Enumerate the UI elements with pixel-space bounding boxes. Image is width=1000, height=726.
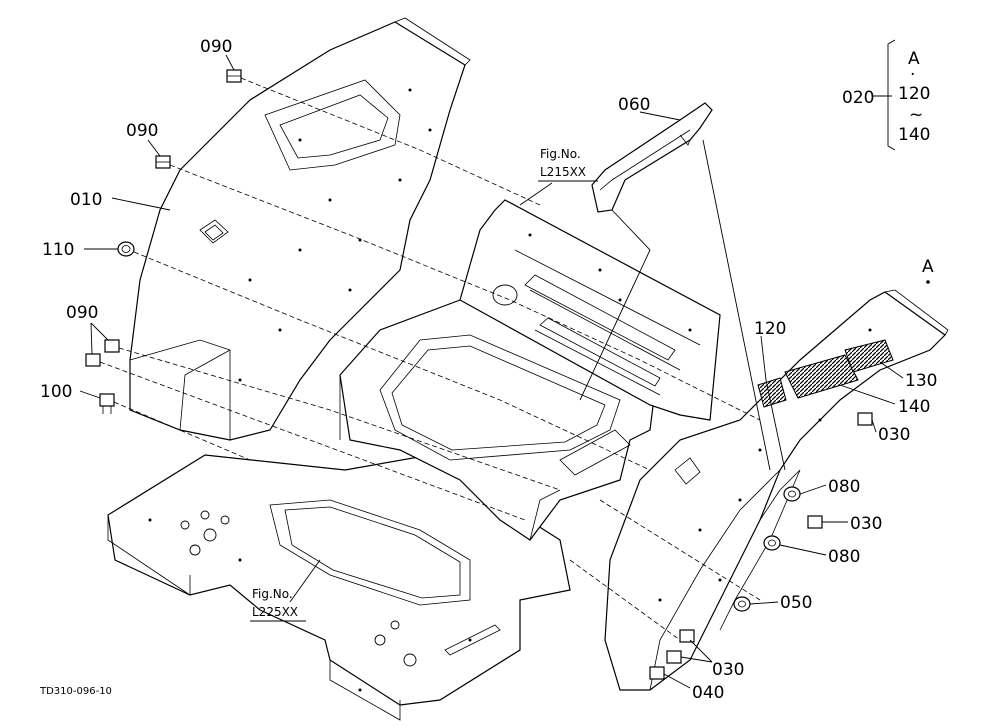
callout-100: 100 [40,382,72,402]
bracket-top-letter: A [908,49,920,69]
callout-030-b: 030 [850,514,882,534]
bolt-090-mid [155,155,171,169]
bolt-090-lower-b [85,353,101,367]
left-fender [129,17,471,441]
marker-a: A [922,257,934,284]
assembly-lines [99,77,761,641]
nut-050 [733,596,751,612]
bolt-030-b [807,515,823,529]
bolt-100 [99,393,115,414]
right-fender [604,289,949,691]
svg-text:L225XX: L225XX [252,605,298,619]
grip-handle [591,102,713,213]
washer-080-a [783,486,801,502]
callout-030-a: 030 [878,425,910,445]
callout-020: 020 [842,88,874,108]
bolt-030-c [679,629,695,643]
callout-040: 040 [692,683,724,703]
svg-text:Fig.No.: Fig.No. [252,587,293,601]
svg-text:L215XX: L215XX [540,165,586,179]
callout-060: 060 [618,95,650,115]
bracket-tilde: ~ [909,105,923,125]
callout-120: 120 [754,319,786,339]
washer-080-b [763,535,781,551]
callout-010: 010 [70,190,102,210]
floor-plate [107,454,571,721]
bolt-090-top [226,69,242,83]
fig-ref-l215: Fig.No. L215XX [538,147,598,182]
rear-panel [459,199,721,421]
drawing-code: TD310-096-10 [39,686,112,697]
callout-080-b: 080 [828,547,860,567]
svg-text:A: A [922,257,934,277]
bracket-to: 140 [898,125,930,145]
callout-140: 140 [898,397,930,417]
bracket-dot: · [910,65,915,85]
callout-080-a: 080 [828,477,860,497]
bolt-090-lower-a [104,339,120,353]
callout-090-mid: 090 [126,121,158,141]
bracket-from: 120 [898,84,930,104]
bolt-030-d [666,650,682,664]
callout-090-top: 090 [200,37,232,57]
callout-bracket-020: A · 120 ~ 140 [887,39,930,151]
fig-ref-l225: Fig.No. L225XX [250,587,306,622]
leader-lines [79,54,904,689]
bolt-040 [649,666,665,680]
bolt-030-a [857,412,873,426]
svg-text:Fig.No.: Fig.No. [540,147,581,161]
callout-110: 110 [42,240,74,260]
nut-110 [117,241,135,257]
callout-130: 130 [905,371,937,391]
callout-050: 050 [780,593,812,613]
callout-030-c: 030 [712,660,744,680]
callout-090-lower: 090 [66,303,98,323]
